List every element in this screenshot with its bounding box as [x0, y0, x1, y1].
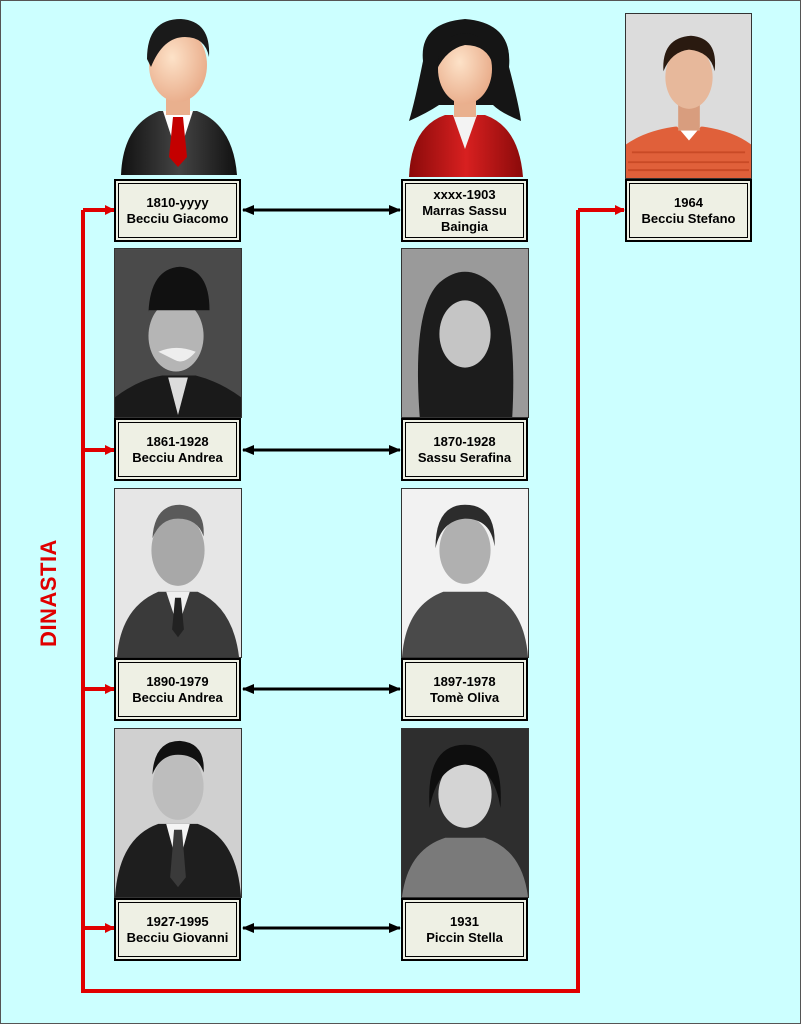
years: 1927-1995 [146, 913, 209, 929]
years: 1897-1978 [433, 673, 496, 689]
years: 1931 [450, 913, 479, 929]
color-photo [625, 13, 752, 179]
years: 1964 [674, 194, 703, 210]
person-label-becciu-giovanni: 1927-1995 Becciu Giovanni [114, 898, 241, 961]
bw-photo [114, 728, 242, 898]
person-label-piccin-stella: 1931 Piccin Stella [401, 898, 528, 961]
years: 1890-1979 [146, 673, 209, 689]
name: Becciu Giacomo [126, 210, 229, 226]
bw-photo [114, 488, 242, 658]
bw-photo [401, 248, 529, 418]
name: Sassu Serafina [417, 449, 512, 465]
bw-photo [401, 488, 529, 658]
dynasty-side-label: DINASTIA [36, 539, 61, 647]
name: Marras Sassu [422, 202, 507, 218]
male-avatar-icon [113, 7, 243, 179]
person-label-becciu-giacomo: 1810-yyyy Becciu Giacomo [114, 179, 241, 242]
person-label-becciu-andrea-1890: 1890-1979 Becciu Andrea [114, 658, 241, 721]
years: 1870-1928 [433, 433, 496, 449]
name: Becciu Giovanni [126, 929, 229, 945]
name: Becciu Andrea [132, 689, 223, 705]
name: Becciu Andrea [132, 449, 223, 465]
person-label-becciu-stefano: 1964 Becciu Stefano [625, 179, 752, 242]
person-label-tome-oliva: 1897-1978 Tomè Oliva [401, 658, 528, 721]
bw-photo [114, 248, 242, 418]
bw-photo [401, 728, 529, 898]
years: 1810-yyyy [146, 194, 209, 210]
years: xxxx-1903 [433, 186, 496, 202]
female-avatar-icon [401, 9, 529, 179]
person-label-becciu-andrea-1861: 1861-1928 Becciu Andrea [114, 418, 241, 481]
name: Becciu Stefano [641, 210, 736, 226]
person-label-marras-sassu-baingia: xxxx-1903 Marras Sassu Baingia [401, 179, 528, 242]
name: Tomè Oliva [429, 689, 500, 705]
name: Piccin Stella [426, 929, 503, 945]
person-label-sassu-serafina: 1870-1928 Sassu Serafina [401, 418, 528, 481]
years: 1861-1928 [146, 433, 209, 449]
name: Baingia [441, 218, 488, 234]
